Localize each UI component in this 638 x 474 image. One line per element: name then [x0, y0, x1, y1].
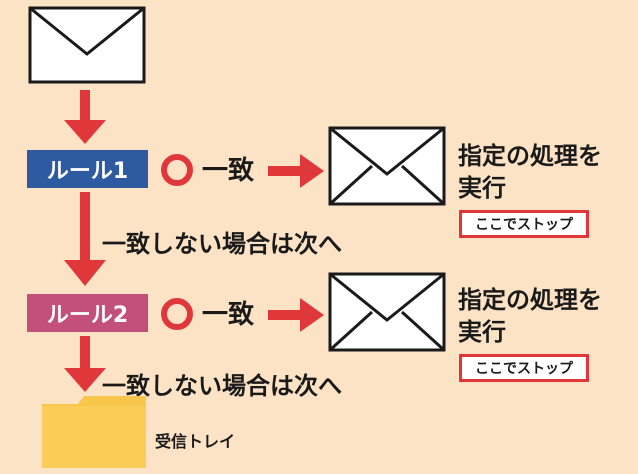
arrow-icon	[268, 154, 324, 188]
processed-mail-envelope-icon	[328, 272, 446, 352]
arrow-icon	[64, 90, 106, 144]
rule-1-label: ルール1	[46, 159, 129, 184]
rule-2-next-text: 一致しない場合は次へ	[102, 372, 342, 400]
arrow-icon	[268, 298, 324, 332]
rule-1-result-text: 指定の処理を 実行	[458, 142, 602, 202]
rule-1-next-text: 一致しない場合は次へ	[102, 230, 342, 258]
rule-1-stop-badge: ここでストップ	[459, 210, 589, 238]
rule-1-match-text: 一致	[202, 156, 255, 186]
incoming-mail-envelope-icon	[28, 6, 146, 84]
arrow-icon	[64, 336, 106, 392]
rule-2-box: ルール2	[27, 294, 148, 332]
rule-2-label: ルール2	[46, 303, 129, 328]
rule-2-result-text: 指定の処理を 実行	[458, 286, 602, 346]
arrow-icon	[64, 192, 106, 286]
processed-mail-envelope-icon	[328, 126, 446, 206]
match-circle-icon	[161, 154, 193, 186]
match-circle-icon	[161, 298, 193, 330]
rule-2-match-text: 一致	[202, 300, 255, 330]
rule-1-box: ルール1	[27, 150, 148, 188]
inbox-label: 受信トレイ	[155, 432, 236, 451]
rule-2-stop-badge: ここでストップ	[459, 354, 589, 382]
inbox-folder-icon	[42, 396, 146, 468]
